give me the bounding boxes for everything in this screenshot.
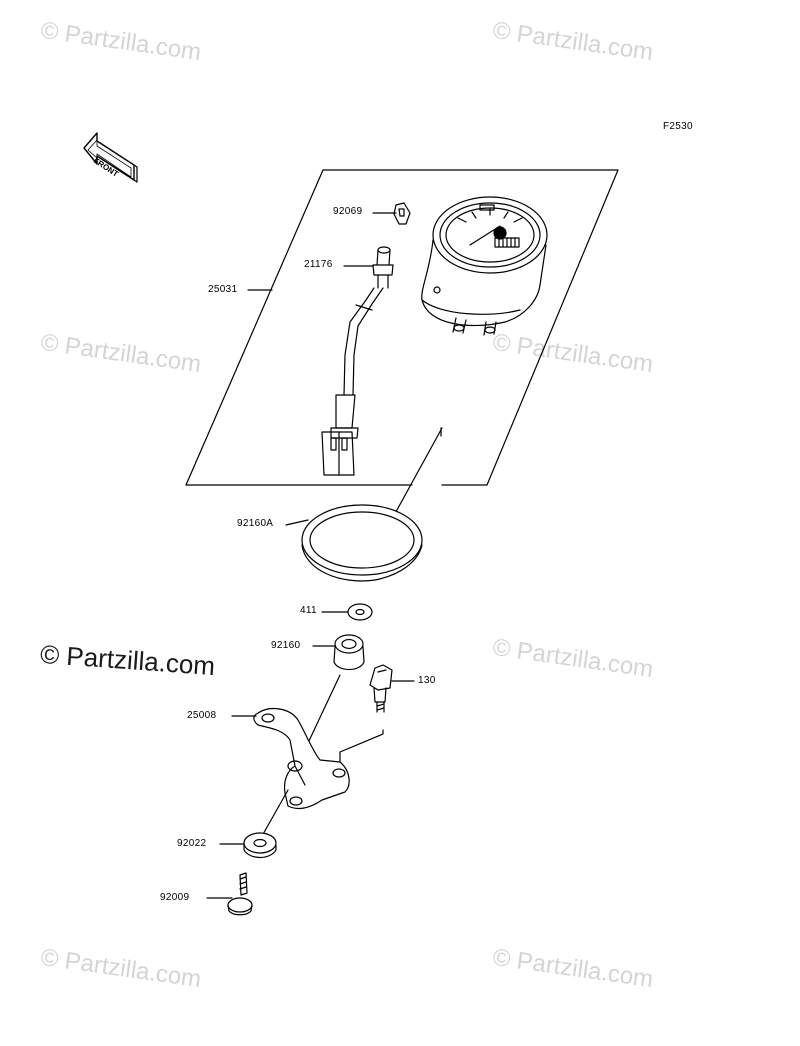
- clip-icon: [393, 202, 411, 225]
- part-label-21176[interactable]: 21176: [304, 259, 333, 270]
- part-label-25031[interactable]: 25031: [208, 284, 238, 295]
- part-label-92009[interactable]: 92009: [160, 892, 190, 903]
- rubber-ring-icon: [301, 504, 423, 582]
- washer-rubber-icon: [243, 832, 277, 859]
- assembly-box: [185, 169, 619, 486]
- washer-icon: [347, 603, 373, 621]
- part-label-92160[interactable]: 92160: [271, 640, 301, 651]
- screw-icon: [227, 872, 253, 916]
- part-label-25008[interactable]: 25008: [187, 710, 217, 721]
- speedometer-icon: [421, 196, 548, 336]
- part-label-92160a[interactable]: 92160A: [237, 518, 274, 529]
- part-label-130[interactable]: 130: [418, 675, 436, 686]
- bracket-icon: [253, 707, 350, 810]
- part-label-92069[interactable]: 92069: [333, 206, 363, 217]
- figure-code: F2530: [663, 121, 693, 132]
- front-arrow-icon: [83, 132, 138, 183]
- damper-icon: [333, 634, 365, 671]
- socket-wire-icon: [321, 246, 394, 476]
- part-label-411[interactable]: 411: [300, 605, 317, 616]
- part-label-92022[interactable]: 92022: [177, 838, 207, 849]
- bolt-icon: [369, 664, 393, 713]
